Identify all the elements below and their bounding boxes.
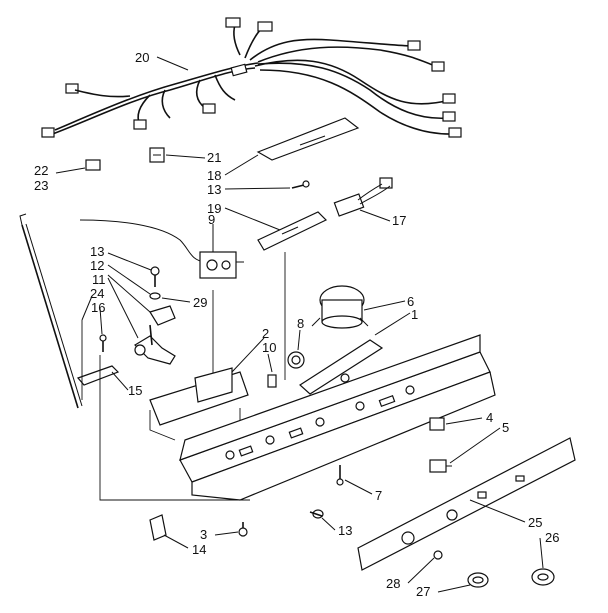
label-14: 14 [192, 542, 206, 557]
label-1: 1 [411, 307, 418, 322]
label-21: 21 [207, 150, 221, 165]
knob-part-8 [287, 351, 305, 369]
screw-part-10 [267, 374, 277, 388]
switch-part-4 [429, 417, 445, 431]
knob-part-26 [531, 568, 555, 586]
label-5: 5 [502, 420, 509, 435]
label-13-upper: 13 [207, 182, 221, 197]
label-6: 6 [407, 294, 414, 309]
label-24: 24 [90, 286, 104, 301]
part-labels: 20 21 18 13 19 17 22 23 9 13 12 11 29 24… [34, 50, 559, 599]
screw-part-13-lower [309, 509, 324, 519]
thermostat-part-9 [79, 219, 244, 279]
label-26: 26 [545, 530, 559, 545]
label-29: 29 [193, 295, 207, 310]
label-27: 27 [416, 584, 430, 599]
control-housing-part-1 [179, 334, 496, 501]
label-22: 22 [34, 163, 48, 178]
label-13-left: 13 [90, 244, 104, 259]
cover-part-18 [256, 117, 360, 161]
label-2: 2 [262, 326, 269, 341]
label-4: 4 [486, 410, 493, 425]
label-20: 20 [135, 50, 149, 65]
screw-part-7 [336, 465, 344, 486]
label-leaders [55, 56, 544, 593]
timer-part-6 [311, 285, 369, 329]
clip-part-22 [85, 159, 101, 171]
screw-part-3 [238, 522, 248, 537]
label-7: 7 [375, 488, 382, 503]
clip-part-21 [149, 147, 165, 163]
screw-part-13-upper [291, 180, 310, 189]
bracket-part-2 [149, 367, 249, 426]
spring-part-28 [433, 550, 443, 560]
front-panel-part-25 [357, 437, 576, 571]
label-16: 16 [91, 300, 105, 315]
bracket-part-15 [76, 365, 120, 386]
label-11: 11 [92, 272, 106, 287]
tube-part-19 [257, 211, 328, 251]
washer-part-12 [149, 292, 161, 300]
capacitor-part-17 [333, 177, 393, 217]
label-18: 18 [207, 168, 221, 183]
screw-part-13-left [150, 266, 160, 287]
label-17: 17 [392, 213, 406, 228]
wire-harness [41, 17, 462, 138]
screw-part-24-16 [99, 334, 107, 352]
label-28: 28 [386, 576, 400, 591]
switch-part-11 [134, 324, 176, 365]
clip-part-14 [149, 514, 167, 541]
label-19: 19 [207, 201, 221, 216]
label-10: 10 [262, 340, 276, 355]
label-9: 9 [208, 212, 215, 227]
label-8: 8 [297, 316, 304, 331]
label-23: 23 [34, 178, 48, 193]
rod-part-23 [19, 213, 83, 409]
label-13-lower: 13 [338, 523, 352, 538]
label-12: 12 [90, 258, 104, 273]
label-3: 3 [200, 527, 207, 542]
knob-part-27 [467, 572, 489, 588]
label-15: 15 [128, 383, 142, 398]
bracket-part-29 [149, 305, 176, 326]
switch-part-5 [429, 459, 452, 473]
label-25: 25 [528, 515, 542, 530]
